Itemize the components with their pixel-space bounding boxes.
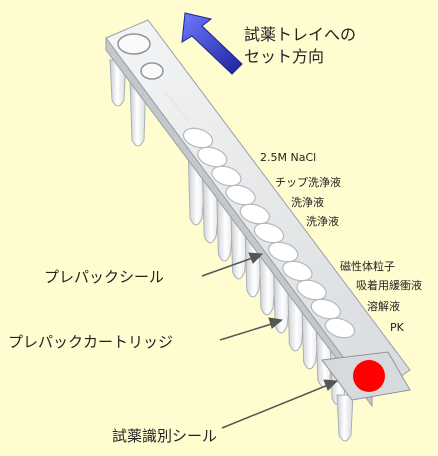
cartridge-callout-arrowhead (268, 317, 284, 329)
reagent-id-area (321, 351, 411, 401)
prepack-seal (182, 127, 356, 339)
reagent-label: 溶解液 (367, 300, 400, 313)
reagent-well (296, 279, 327, 301)
reagent-label: チップ洗浄液 (275, 176, 341, 189)
top-hole-2 (140, 62, 164, 80)
reagent-well (239, 203, 270, 225)
prepack-seal-label: プレパックシール (44, 268, 165, 286)
id-seal-callout-arrow (221, 382, 334, 429)
set-direction-arrow (181, 12, 243, 75)
reagent-label: 2.5M NaCl (260, 151, 317, 164)
reagent-well (225, 184, 256, 206)
reagent-label: 吸着用緩衝液 (356, 279, 422, 292)
direction-line-2: セット方向 (244, 47, 325, 66)
reagent-well (268, 241, 299, 263)
reagent-well (182, 127, 214, 149)
cartridge-tube (336, 394, 354, 442)
direction-line-1: 試薬トレイへの (244, 25, 357, 44)
callout-arrows (201, 252, 339, 429)
reagent-well (310, 298, 341, 320)
top-hole-1 (117, 33, 151, 55)
seal-callout-arrow (201, 255, 259, 277)
reagent-label: 磁性体粒子 (340, 260, 395, 273)
cartridge-callout-arrow (219, 321, 279, 341)
reagent-label: PK (390, 321, 404, 334)
reagent-id-seal-label: 試薬識別シール (112, 427, 218, 445)
reagent-label: 洗浄液 (291, 196, 324, 209)
reagent-label: 洗浄液 (306, 215, 339, 228)
reagent-well (282, 260, 313, 282)
reagent-well (253, 222, 285, 244)
seal-callout-arrowhead (248, 252, 264, 264)
reagent-well (197, 146, 228, 168)
id-seal-callout-arrowhead (323, 379, 339, 391)
prepack-cartridge-label: プレパックカートリッジ (8, 333, 174, 351)
reagent-id-dot (353, 360, 385, 392)
reagent-well (211, 165, 242, 187)
reagent-well (324, 317, 356, 339)
